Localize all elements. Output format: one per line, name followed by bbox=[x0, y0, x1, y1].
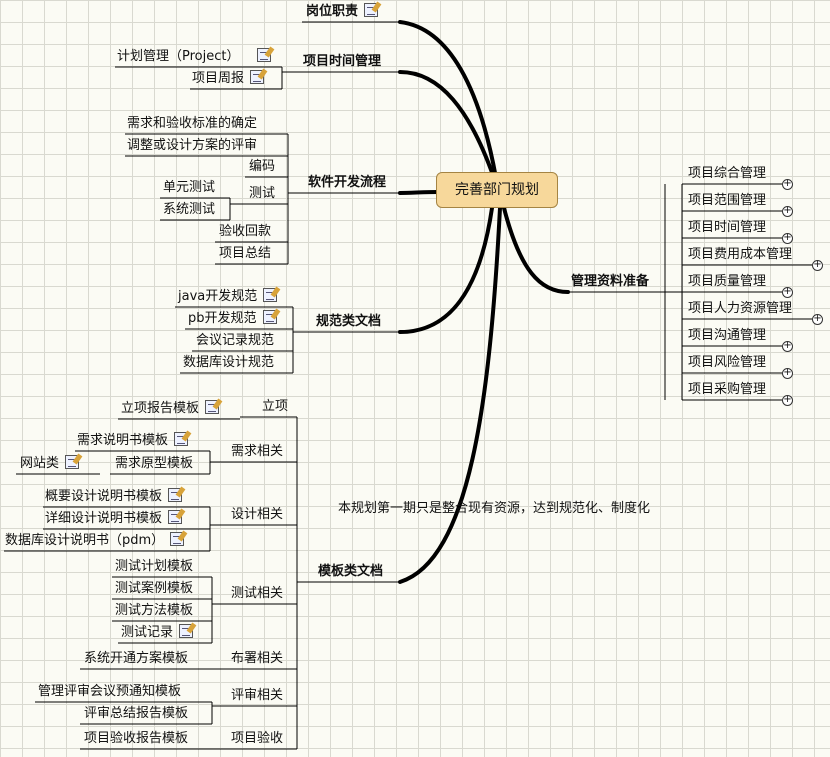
node-acceptance-payment[interactable]: 验收回款 bbox=[219, 224, 272, 239]
node-requirements-doc-template[interactable]: 需求说明书模板 bbox=[77, 432, 189, 450]
expand-plus-icon[interactable]: + bbox=[782, 232, 793, 244]
central-topic[interactable]: 完善部门规划 bbox=[436, 172, 558, 208]
node-test-method-template[interactable]: 测试方法模板 bbox=[115, 603, 194, 618]
mgmt-item-time[interactable]: 项目时间管理 bbox=[688, 220, 767, 235]
note-icon[interactable] bbox=[170, 532, 185, 546]
branch-software-dev-process[interactable]: 软件开发流程 bbox=[308, 175, 387, 190]
node-requirements-criteria[interactable]: 需求和验收标准的确定 bbox=[127, 116, 258, 131]
node-acceptance-report-template[interactable]: 项目验收报告模板 bbox=[84, 731, 189, 746]
node-deployment-related[interactable]: 布署相关 bbox=[231, 651, 284, 666]
mgmt-item-communication[interactable]: 项目沟通管理 bbox=[688, 328, 767, 343]
branch-line-time bbox=[398, 70, 496, 180]
node-coding[interactable]: 编码 bbox=[249, 159, 276, 174]
branch-line-spec bbox=[398, 206, 494, 334]
node-project-setup[interactable]: 立项 bbox=[262, 399, 289, 414]
node-label: 网站类 bbox=[20, 456, 60, 471]
node-label: 测试记录 bbox=[121, 625, 174, 640]
note-icon[interactable] bbox=[205, 400, 220, 414]
node-unit-test[interactable]: 单元测试 bbox=[163, 180, 216, 195]
node-test-plan-template[interactable]: 测试计划模板 bbox=[115, 559, 194, 574]
node-plan-management[interactable]: 计划管理（Project） bbox=[117, 48, 272, 66]
node-weekly-report[interactable]: 项目周报 bbox=[192, 70, 265, 88]
node-label: 项目周报 bbox=[192, 71, 245, 86]
branch-line-mgmt bbox=[502, 206, 570, 294]
branch-label: 岗位职责 bbox=[306, 4, 359, 19]
branch-project-time-management[interactable]: 项目时间管理 bbox=[303, 54, 382, 69]
node-label: 立项报告模板 bbox=[121, 401, 200, 416]
mgmt-item-hr[interactable]: 项目人力资源管理 bbox=[688, 301, 793, 316]
node-db-design-template[interactable]: 数据库设计说明书（pdm） bbox=[5, 532, 185, 550]
branch-line-post bbox=[398, 20, 498, 180]
note-icon[interactable] bbox=[250, 70, 265, 84]
note-icon[interactable] bbox=[262, 310, 277, 324]
node-label: java开发规范 bbox=[178, 289, 258, 304]
expand-plus-icon[interactable]: + bbox=[782, 367, 793, 379]
mgmt-item-integration[interactable]: 项目综合管理 bbox=[688, 166, 767, 181]
branch-line-tpl bbox=[398, 206, 502, 584]
node-java-spec[interactable]: java开发规范 bbox=[178, 288, 278, 306]
node-label: 计划管理（Project） bbox=[117, 49, 240, 64]
floating-note[interactable]: 本规划第一期只是整合现有资源，达到规范化、制度化 bbox=[338, 501, 651, 516]
expand-plus-icon[interactable]: + bbox=[812, 259, 823, 271]
mgmt-item-scope[interactable]: 项目范围管理 bbox=[688, 193, 767, 208]
node-testing[interactable]: 测试 bbox=[249, 186, 276, 201]
node-setup-report-template[interactable]: 立项报告模板 bbox=[121, 400, 220, 418]
expand-plus-icon[interactable]: + bbox=[782, 205, 793, 217]
note-icon[interactable] bbox=[174, 432, 189, 446]
node-testing-related[interactable]: 测试相关 bbox=[231, 586, 284, 601]
expand-plus-icon[interactable]: + bbox=[812, 313, 823, 325]
expand-plus-icon[interactable]: + bbox=[782, 178, 793, 190]
node-test-record[interactable]: 测试记录 bbox=[121, 624, 194, 642]
node-requirements-prototype-template[interactable]: 需求原型模板 bbox=[115, 456, 194, 471]
expand-plus-icon[interactable]: + bbox=[782, 394, 793, 406]
branch-spec-documents[interactable]: 规范类文档 bbox=[316, 314, 382, 329]
note-icon[interactable] bbox=[168, 510, 183, 524]
branch-management-preparation[interactable]: 管理资料准备 bbox=[571, 274, 650, 289]
note-icon[interactable] bbox=[257, 48, 272, 62]
note-icon[interactable] bbox=[263, 288, 278, 302]
branch-template-documents[interactable]: 模板类文档 bbox=[318, 564, 384, 579]
mgmt-item-cost[interactable]: 项目费用成本管理 bbox=[688, 247, 793, 262]
node-website-type[interactable]: 网站类 bbox=[20, 455, 80, 473]
mgmt-item-quality[interactable]: 项目质量管理 bbox=[688, 274, 767, 289]
mgmt-item-procurement[interactable]: 项目采购管理 bbox=[688, 382, 767, 397]
node-test-case-template[interactable]: 测试案例模板 bbox=[115, 581, 194, 596]
node-requirements-related[interactable]: 需求相关 bbox=[231, 444, 284, 459]
node-label: 概要设计说明书模板 bbox=[45, 489, 163, 504]
node-outline-design-template[interactable]: 概要设计说明书模板 bbox=[45, 488, 183, 506]
node-project-acceptance[interactable]: 项目验收 bbox=[231, 731, 284, 746]
node-design-related[interactable]: 设计相关 bbox=[231, 507, 284, 522]
branch-line-dev bbox=[398, 190, 440, 195]
note-icon[interactable] bbox=[65, 455, 80, 469]
node-label: 需求说明书模板 bbox=[77, 433, 169, 448]
node-project-summary[interactable]: 项目总结 bbox=[219, 246, 272, 261]
mgmt-item-risk[interactable]: 项目风险管理 bbox=[688, 355, 767, 370]
note-icon[interactable] bbox=[364, 3, 379, 17]
note-icon[interactable] bbox=[179, 624, 194, 638]
node-system-launch-template[interactable]: 系统开通方案模板 bbox=[84, 651, 189, 666]
expand-plus-icon[interactable]: + bbox=[782, 340, 793, 352]
node-detail-design-template[interactable]: 详细设计说明书模板 bbox=[45, 510, 183, 528]
node-db-design-spec[interactable]: 数据库设计规范 bbox=[183, 355, 275, 370]
expand-plus-icon[interactable]: + bbox=[782, 286, 793, 298]
note-icon[interactable] bbox=[168, 488, 183, 502]
node-label: 详细设计说明书模板 bbox=[45, 511, 163, 526]
node-meeting-spec[interactable]: 会议记录规范 bbox=[196, 333, 275, 348]
node-label: pb开发规范 bbox=[188, 311, 257, 326]
branch-post-responsibilities[interactable]: 岗位职责 bbox=[306, 3, 379, 21]
node-label: 数据库设计说明书（pdm） bbox=[5, 533, 165, 548]
node-review-summary-template[interactable]: 评审总结报告模板 bbox=[84, 706, 189, 721]
node-review-notice-template[interactable]: 管理评审会议预通知模板 bbox=[38, 684, 182, 699]
node-design-review[interactable]: 调整或设计方案的评审 bbox=[127, 138, 258, 153]
node-review-related[interactable]: 评审相关 bbox=[231, 688, 284, 703]
node-pb-spec[interactable]: pb开发规范 bbox=[188, 310, 277, 328]
node-system-test[interactable]: 系统测试 bbox=[163, 202, 216, 217]
